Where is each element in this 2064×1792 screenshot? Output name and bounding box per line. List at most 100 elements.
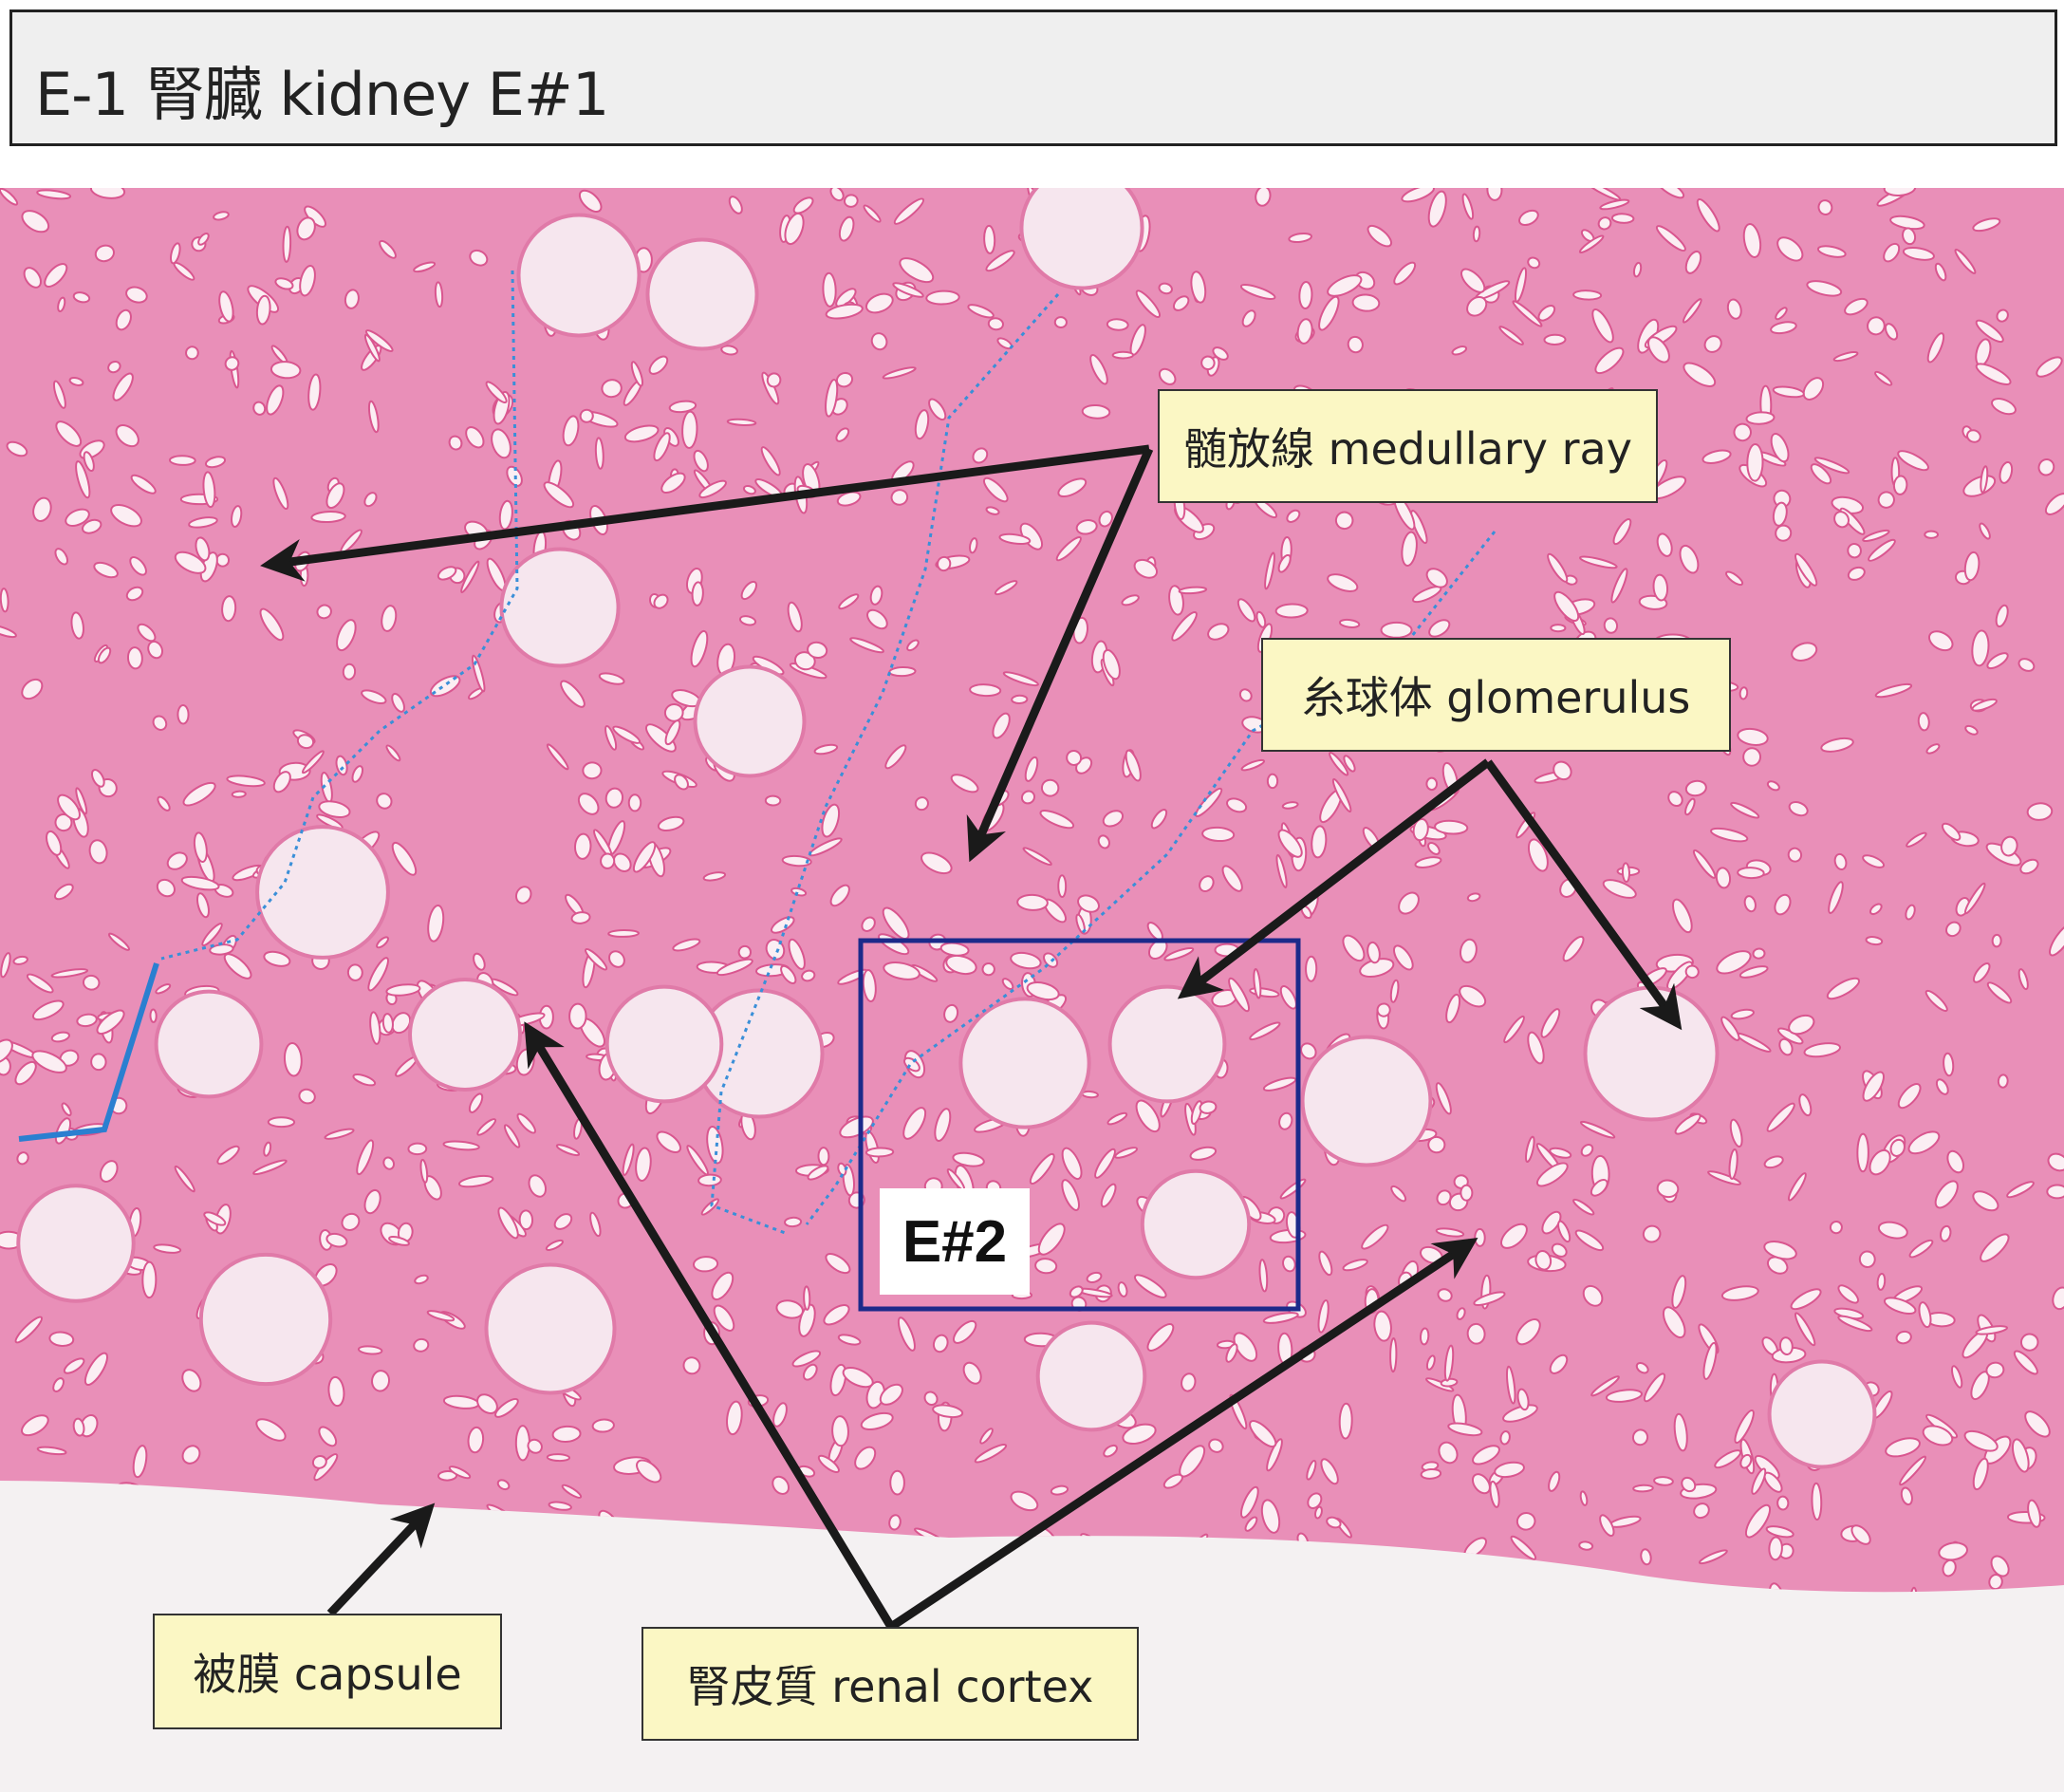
tubule-lumen [376, 936, 389, 949]
tubule-lumen [570, 911, 591, 924]
tubule-lumen [1437, 1288, 1453, 1302]
tubule-lumen [1077, 894, 1100, 913]
tubule-lumen [1703, 335, 1722, 353]
tubule-lumen [682, 1356, 701, 1375]
tubule-lumen [83, 451, 95, 473]
tubule-lumen [1420, 1467, 1442, 1480]
tubule-lumen [381, 1013, 394, 1034]
tubule-lumen [716, 958, 753, 977]
tubule-lumen [1908, 1586, 1918, 1593]
tubule-lumen [434, 281, 444, 308]
tubule-lumen [766, 372, 782, 388]
tubule-lumen [780, 964, 797, 984]
tubule-lumen [906, 639, 920, 652]
tubule-lumen [1751, 1467, 1767, 1495]
kidney-micrograph [0, 188, 2064, 1792]
tubule-lumen [1061, 1179, 1080, 1211]
tubule-lumen [1527, 1031, 1545, 1065]
tubule-lumen [1745, 411, 1776, 425]
tubule-lumen [1876, 1272, 1887, 1291]
tubule-lumen [1277, 553, 1292, 573]
tubule-lumen [21, 1414, 49, 1437]
tubule-lumen [884, 744, 907, 770]
tubule-lumen [1334, 511, 1354, 531]
tubule-lumen [155, 983, 172, 995]
tubule-lumen [1877, 491, 1895, 509]
tubule-lumen [255, 1418, 287, 1442]
tubule-lumen [1499, 1430, 1511, 1446]
tubule-lumen [1865, 936, 1884, 946]
tubule-lumen [1752, 947, 1766, 960]
tubule-lumen [485, 381, 508, 404]
tubule-lumen [1367, 941, 1381, 964]
tubule-lumen [1972, 1457, 1989, 1491]
tubule-lumen [945, 954, 977, 976]
tubule-lumen [363, 492, 378, 508]
tubule-lumen [1237, 598, 1256, 623]
tubule-lumen [1460, 1184, 1474, 1202]
tubule-lumen [1311, 825, 1328, 859]
tubule-lumen [574, 832, 592, 860]
tubule-lumen [1594, 346, 1625, 375]
tubule-lumen [1474, 1227, 1486, 1247]
tubule-lumen [1693, 1503, 1710, 1520]
tubule-lumen [920, 851, 953, 875]
tubule-lumen [1135, 1099, 1161, 1133]
tubule-lumen [598, 672, 625, 685]
tubule-lumen [307, 373, 322, 411]
tubule-lumen [1288, 232, 1312, 244]
tubule-lumen [468, 1092, 484, 1113]
tubule-lumen [1772, 385, 1805, 399]
tubule-lumen [88, 839, 108, 865]
tubule-lumen [1902, 246, 1935, 261]
tubule-lumen [1702, 1341, 1718, 1380]
tubule-lumen [1275, 853, 1288, 888]
tubule-lumen [0, 952, 11, 979]
tubule-lumen [668, 400, 697, 414]
tubule-lumen [1907, 1130, 1941, 1155]
tubule-lumen [1632, 261, 1643, 278]
tubule-lumen [1927, 630, 1954, 652]
tubule-lumen [204, 456, 227, 469]
tubule-lumen [1971, 629, 1990, 667]
tubule-lumen [1347, 335, 1364, 354]
tubule-lumen [371, 1370, 391, 1392]
tubule-lumen [52, 380, 66, 409]
tubule-lumen [363, 333, 381, 363]
tubule-lumen [195, 892, 210, 919]
tubule-lumen [1826, 977, 1861, 1000]
tubule-lumen [979, 1428, 994, 1445]
tubule-lumen [1503, 1015, 1525, 1044]
tubule-lumen [1106, 1111, 1128, 1126]
tubule-lumen [1817, 199, 1833, 215]
tubule-lumen [16, 1151, 29, 1166]
tubule-lumen [1278, 1111, 1293, 1130]
tubule-lumen [2006, 1181, 2035, 1199]
tubule-lumen [1510, 1535, 1537, 1560]
tubule-lumen [55, 420, 83, 447]
tubule-lumen [1610, 568, 1628, 604]
tubule-lumen [1655, 225, 1686, 252]
tubule-lumen [180, 875, 220, 891]
tubule-lumen [781, 854, 812, 868]
tubule-lumen [1518, 209, 1539, 227]
tubule-lumen [1938, 1541, 1968, 1561]
tubule-lumen [1342, 1259, 1368, 1272]
tubule-lumen [110, 504, 142, 528]
tubule-lumen [1039, 810, 1075, 830]
tubule-lumen [1642, 1224, 1662, 1243]
tubule-lumen [1776, 236, 1804, 262]
tubule-lumen [892, 282, 924, 298]
tubule-lumen [1034, 1258, 1058, 1275]
tubule-lumen [1228, 977, 1251, 1013]
tubule-lumen [1081, 1090, 1099, 1099]
tubule-lumen [357, 1345, 383, 1355]
tubule-lumen [272, 771, 291, 793]
tubule-lumen [553, 1213, 573, 1230]
tubule-lumen [817, 1147, 830, 1167]
tubule-lumen [1679, 544, 1700, 574]
tubule-lumen [1274, 603, 1309, 619]
tubule-lumen [837, 1334, 862, 1346]
tubule-lumen [2036, 356, 2063, 378]
tubule-lumen [1682, 298, 1702, 324]
